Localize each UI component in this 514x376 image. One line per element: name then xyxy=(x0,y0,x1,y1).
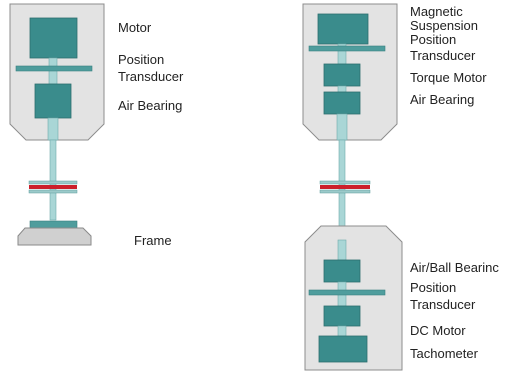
label-motor: Motor xyxy=(118,20,152,35)
left-shaft-middle xyxy=(47,117,59,141)
magnetic-suspension-block xyxy=(317,13,369,45)
right-position-transducer-plate xyxy=(308,45,386,52)
label-frame: Frame xyxy=(134,233,172,248)
label-position-transducer-line2: Transducer xyxy=(118,69,184,84)
air-ball-bearing-block xyxy=(323,259,361,283)
tachometer-block xyxy=(318,335,368,363)
dc-motor-block xyxy=(323,305,361,327)
right-coupling-red xyxy=(320,185,370,189)
label-position-transducer-lower-line1: Position xyxy=(410,280,456,295)
right-shaft-lower-2 xyxy=(337,325,347,337)
torque-motor-block xyxy=(323,63,361,87)
label-position-transducer-upper-line1: Position xyxy=(410,32,456,47)
right-shaft-bearing-exit xyxy=(336,113,348,141)
label-air-bearing: Air Bearing xyxy=(118,98,182,113)
left-coupling-plate-top xyxy=(28,180,78,185)
lower-position-transducer-plate xyxy=(308,289,386,296)
label-air-bearing-right: Air Bearing xyxy=(410,92,474,107)
label-air-ball-bearing: Air/Ball Bearinc xyxy=(410,260,499,275)
left-motor-block xyxy=(29,17,78,59)
label-dc-motor: DC Motor xyxy=(410,323,466,338)
label-magnetic: Magnetic xyxy=(410,4,463,19)
right-coupling-plate-top xyxy=(319,180,371,185)
label-position-transducer-line1: Position xyxy=(118,52,164,67)
left-air-bearing-block xyxy=(34,83,72,119)
label-suspension: Suspension xyxy=(410,18,478,33)
right-shaft-lower-housing xyxy=(337,239,347,261)
left-assembly: Motor Position Transducer Air Bearing Fr… xyxy=(9,3,184,248)
frame-top-plate xyxy=(29,220,78,229)
label-position-transducer-lower-line2: Transducer xyxy=(410,297,476,312)
right-coupling-plate-bottom xyxy=(319,189,371,194)
left-coupling-plate-bottom xyxy=(28,189,78,194)
frame-base xyxy=(17,227,92,246)
left-position-transducer-plate xyxy=(15,65,93,72)
label-torque-motor: Torque Motor xyxy=(410,70,487,85)
label-position-transducer-upper-line2: Transducer xyxy=(410,48,476,63)
right-air-bearing-block xyxy=(323,91,361,115)
left-coupling-red xyxy=(29,185,77,189)
right-shaft-mid xyxy=(337,85,347,93)
right-assembly: Magnetic Suspension Position Transducer … xyxy=(302,3,499,371)
left-shaft-lower xyxy=(49,139,57,221)
label-tachometer: Tachometer xyxy=(410,346,479,361)
